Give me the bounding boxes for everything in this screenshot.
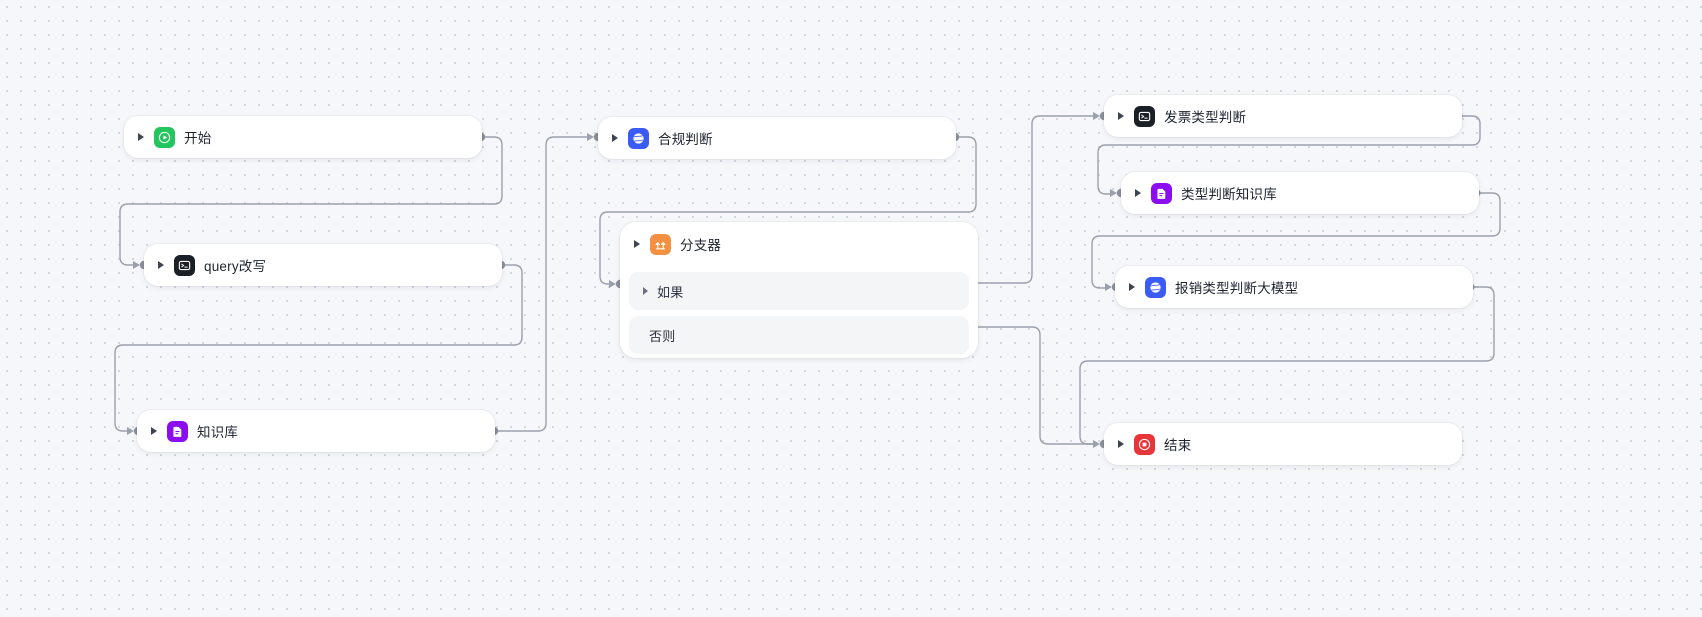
document-icon [167, 420, 188, 442]
node-start-header[interactable]: 开始 [124, 116, 482, 158]
chevron-right-icon[interactable] [151, 427, 157, 435]
edge-knowledge-base-to-compliance-check [495, 136, 590, 432]
branch-icon [650, 233, 671, 255]
node-title: 开始 [184, 131, 212, 146]
llm-icon [628, 127, 649, 149]
node-reimbursement-llm-header[interactable]: 报销类型判断大模型 [1115, 266, 1473, 308]
chevron-right-icon[interactable] [1135, 189, 1141, 197]
edge-else-to-end [968, 326, 1096, 445]
chevron-right-icon[interactable] [1118, 112, 1124, 120]
edge-reimbursement-llm-to-end [1079, 286, 1495, 445]
terminal-icon [1134, 105, 1155, 127]
node-type-knowledge-base-header[interactable]: 类型判断知识库 [1121, 172, 1479, 214]
node-title: 发票类型判断 [1164, 110, 1247, 125]
node-title: 分支器 [680, 238, 722, 253]
node-brancher-group[interactable]: 分支器 如果 否则 [620, 222, 978, 358]
chevron-right-icon[interactable] [158, 261, 164, 269]
node-title: 报销类型判断大模型 [1175, 281, 1299, 296]
node-knowledge-base-header[interactable]: 知识库 [137, 410, 495, 452]
node-query-rewrite-header[interactable]: query改写 [144, 244, 502, 286]
branch-label: 如果 [657, 284, 684, 300]
branch-label: 否则 [649, 328, 676, 344]
node-start[interactable]: 开始 [124, 116, 482, 158]
chevron-right-icon[interactable] [1129, 283, 1135, 291]
node-query-rewrite[interactable]: query改写 [144, 244, 502, 286]
edge-if-to-invoice-type-check [968, 115, 1096, 284]
chevron-right-icon[interactable] [634, 240, 640, 248]
arrowhead-invoice-type-check [1093, 112, 1100, 120]
node-title: query改写 [204, 259, 267, 274]
play-circle-icon [154, 126, 175, 148]
node-knowledge-base[interactable]: 知识库 [137, 410, 495, 452]
edge-query-rewrite-to-knowledge-base [114, 264, 523, 432]
stop-circle-icon [1134, 433, 1155, 455]
node-title: 类型判断知识库 [1181, 187, 1277, 202]
node-end-header[interactable]: 结束 [1104, 423, 1462, 465]
chevron-right-icon[interactable] [138, 133, 144, 141]
node-title: 知识库 [197, 425, 239, 440]
node-compliance-check[interactable]: 合规判断 [598, 117, 956, 159]
node-type-knowledge-base[interactable]: 类型判断知识库 [1121, 172, 1479, 214]
node-invoice-type-check-header[interactable]: 发票类型判断 [1104, 95, 1462, 137]
llm-icon [1145, 276, 1166, 298]
node-invoice-type-check[interactable]: 发票类型判断 [1104, 95, 1462, 137]
branch-row-else[interactable]: 否则 [629, 316, 969, 354]
node-title: 合规判断 [658, 132, 713, 147]
arrowhead-end [1093, 440, 1100, 448]
node-reimbursement-llm[interactable]: 报销类型判断大模型 [1115, 266, 1473, 308]
arrowhead-reimbursement-llm [1105, 283, 1112, 291]
arrowhead-type-knowledge-base [1110, 189, 1117, 197]
node-brancher-header[interactable]: 分支器 [629, 222, 969, 266]
node-title: 结束 [1164, 438, 1192, 453]
node-end[interactable]: 结束 [1104, 423, 1462, 465]
chevron-right-icon[interactable] [1118, 440, 1124, 448]
branch-row-if[interactable]: 如果 [629, 272, 969, 310]
chevron-right-icon[interactable] [612, 134, 618, 142]
arrowhead-compliance-check [587, 133, 594, 141]
node-compliance-check-header[interactable]: 合规判断 [598, 117, 956, 159]
document-icon [1151, 182, 1172, 204]
chevron-right-icon[interactable] [643, 287, 648, 295]
terminal-icon [174, 254, 195, 276]
arrowhead-brancher [609, 280, 616, 288]
arrowhead-knowledge-base [127, 427, 134, 435]
arrowhead-query-rewrite [133, 261, 140, 269]
